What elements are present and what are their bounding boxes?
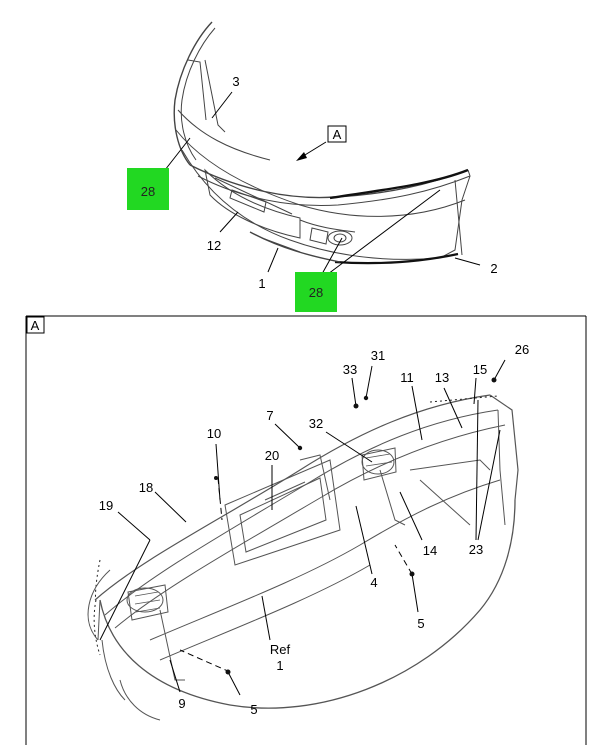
view-marker-a-label: A — [333, 127, 342, 142]
ref-number[interactable]: 1 — [276, 658, 283, 673]
highlight-callout-28-bottom[interactable]: 28 — [295, 272, 337, 312]
callout-31[interactable]: 31 — [371, 348, 385, 363]
callout-19[interactable]: 19 — [99, 498, 113, 513]
callout-14[interactable]: 14 — [423, 543, 437, 558]
callout-15[interactable]: 15 — [473, 362, 487, 377]
callout-13[interactable]: 13 — [435, 370, 449, 385]
view-marker-a: A — [327, 125, 347, 143]
callout-5-right[interactable]: 5 — [417, 616, 424, 631]
callout-5-bottom[interactable]: 5 — [250, 702, 257, 717]
fastener-dots — [214, 377, 497, 675]
callout-12[interactable]: 12 — [207, 238, 221, 253]
callout-20[interactable]: 20 — [265, 448, 279, 463]
detail-view-label: A — [31, 318, 40, 333]
view-direction-arrow — [296, 152, 307, 161]
detail-dashed-fastener-lines — [179, 477, 413, 673]
detail-bumper-illustration — [87, 394, 519, 721]
callout-10[interactable]: 10 — [207, 426, 221, 441]
callout-3[interactable]: 3 — [232, 74, 239, 89]
callout-23[interactable]: 23 — [469, 542, 483, 557]
callout-28-bottom-label: 28 — [309, 285, 323, 300]
callout-28-left-label: 28 — [141, 184, 155, 199]
callout-18[interactable]: 18 — [139, 480, 153, 495]
detail-view-frame: A — [25, 315, 587, 745]
callout-26[interactable]: 26 — [515, 342, 529, 357]
ref-label[interactable]: Ref — [270, 642, 291, 657]
detail-leader-lines — [99, 359, 506, 696]
callout-33[interactable]: 33 — [343, 362, 357, 377]
callout-32[interactable]: 32 — [309, 416, 323, 431]
callout-1[interactable]: 1 — [258, 276, 265, 291]
callout-11[interactable]: 11 — [400, 370, 414, 385]
overview-bumper-illustration — [173, 21, 471, 265]
highlight-callout-28-left[interactable]: 28 — [127, 168, 169, 210]
overview-leader-lines — [164, 91, 481, 275]
callout-7[interactable]: 7 — [266, 408, 273, 423]
callout-9[interactable]: 9 — [178, 696, 185, 711]
callout-4[interactable]: 4 — [370, 575, 377, 590]
callout-2[interactable]: 2 — [490, 261, 497, 276]
